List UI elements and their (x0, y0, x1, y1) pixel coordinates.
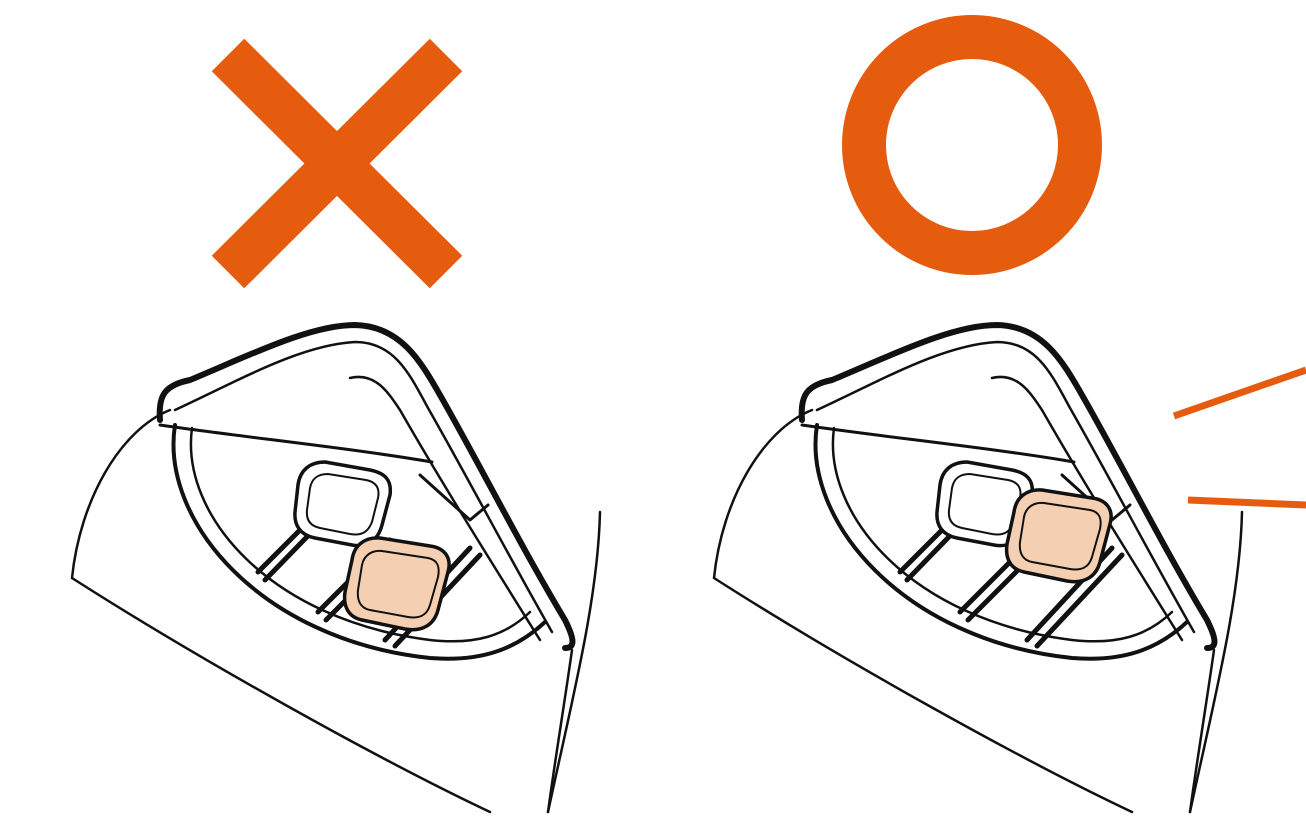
white-cartridge (295, 462, 390, 546)
device-illustration (72, 325, 600, 812)
device-illustration (714, 325, 1242, 812)
cross-icon (228, 55, 446, 272)
emphasis-lines (1174, 370, 1306, 505)
circle-icon (864, 37, 1080, 253)
orange-cartridge (1007, 490, 1112, 582)
orange-cartridge (345, 538, 450, 630)
correct-panel (714, 37, 1306, 812)
incorrect-panel (72, 55, 600, 812)
